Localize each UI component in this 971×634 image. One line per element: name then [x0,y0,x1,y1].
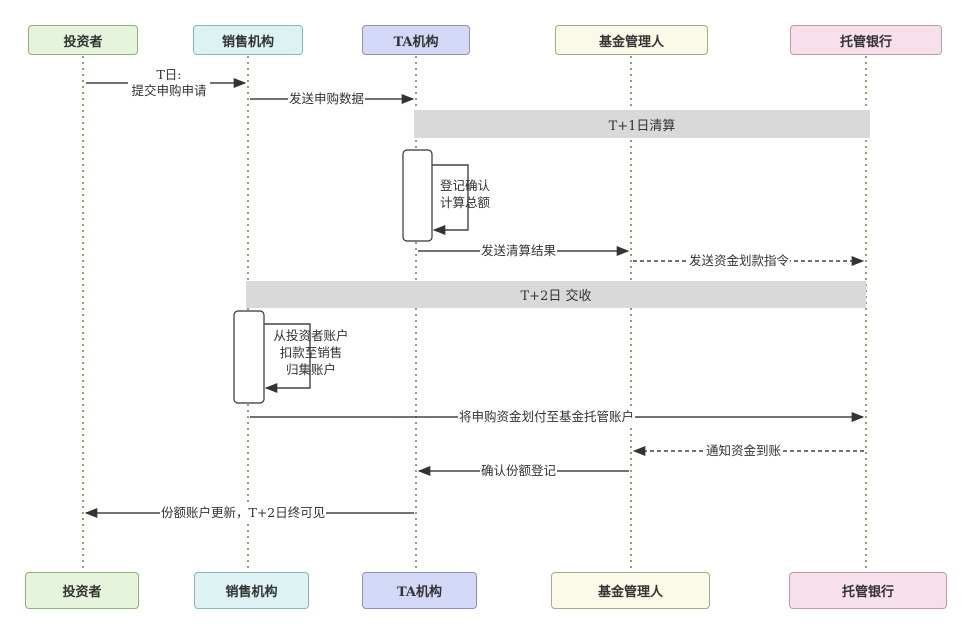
message-label-confirm-shares: 确认份额登记 [480,463,558,479]
message-label-notify-funds: 通知资金到账 [705,443,783,459]
self-loop-label-sales-line3: 归集账户 [285,362,336,377]
message-label-submit: T日: 提交申购申请 [128,67,210,99]
phase-band-t1-clearing: T+1日清算 [414,110,870,138]
activation-ta [402,149,433,242]
message-label-send-data: 发送申购数据 [288,91,366,107]
phase-band-t2-settlement: T+2日 交收 [246,281,866,308]
participant-investor-top: 投资者 [28,25,138,55]
message-label-transfer-instruction: 发送资金划款指令 [688,253,791,269]
participant-ta-bottom: TA机构 [362,572,477,609]
message-label-submit-line2: 提交申购申请 [131,83,207,98]
message-label-submit-line1: T日: [156,67,182,82]
participant-sales-bottom: 销售机构 [194,572,309,609]
self-loop-ta [432,164,469,236]
participant-sales-top: 销售机构 [193,25,303,55]
self-loop-sales [264,323,311,394]
self-loop-label-sales-line2: 扣款至销售 [279,345,343,360]
self-loop-label-ta-line2: 计算总额 [440,195,491,210]
participant-fund-manager-bottom: 基金管理人 [551,572,710,609]
self-loop-label-ta: 登记确认 计算总额 [440,177,490,211]
self-loop-label-sales: 从投资者账户 扣款至销售 归集账户 [268,327,354,378]
self-loop-label-ta-line1: 登记确认 [440,178,491,193]
message-label-account-update: 份额账户更新，T+2日终可见 [160,505,327,521]
activation-sales [233,310,265,404]
participant-custodian-bottom: 托管银行 [789,572,947,609]
participant-investor-bottom: 投资者 [25,572,139,609]
message-label-clearing-result: 发送清算结果 [480,243,558,259]
participant-custodian-top: 托管银行 [790,25,942,55]
self-loop-label-sales-line1: 从投资者账户 [273,328,349,343]
participant-ta-top: TA机构 [362,25,470,55]
participant-fund-manager-top: 基金管理人 [555,25,708,55]
message-label-fund-transfer: 将申购资金划付至基金托管账户 [458,409,636,425]
